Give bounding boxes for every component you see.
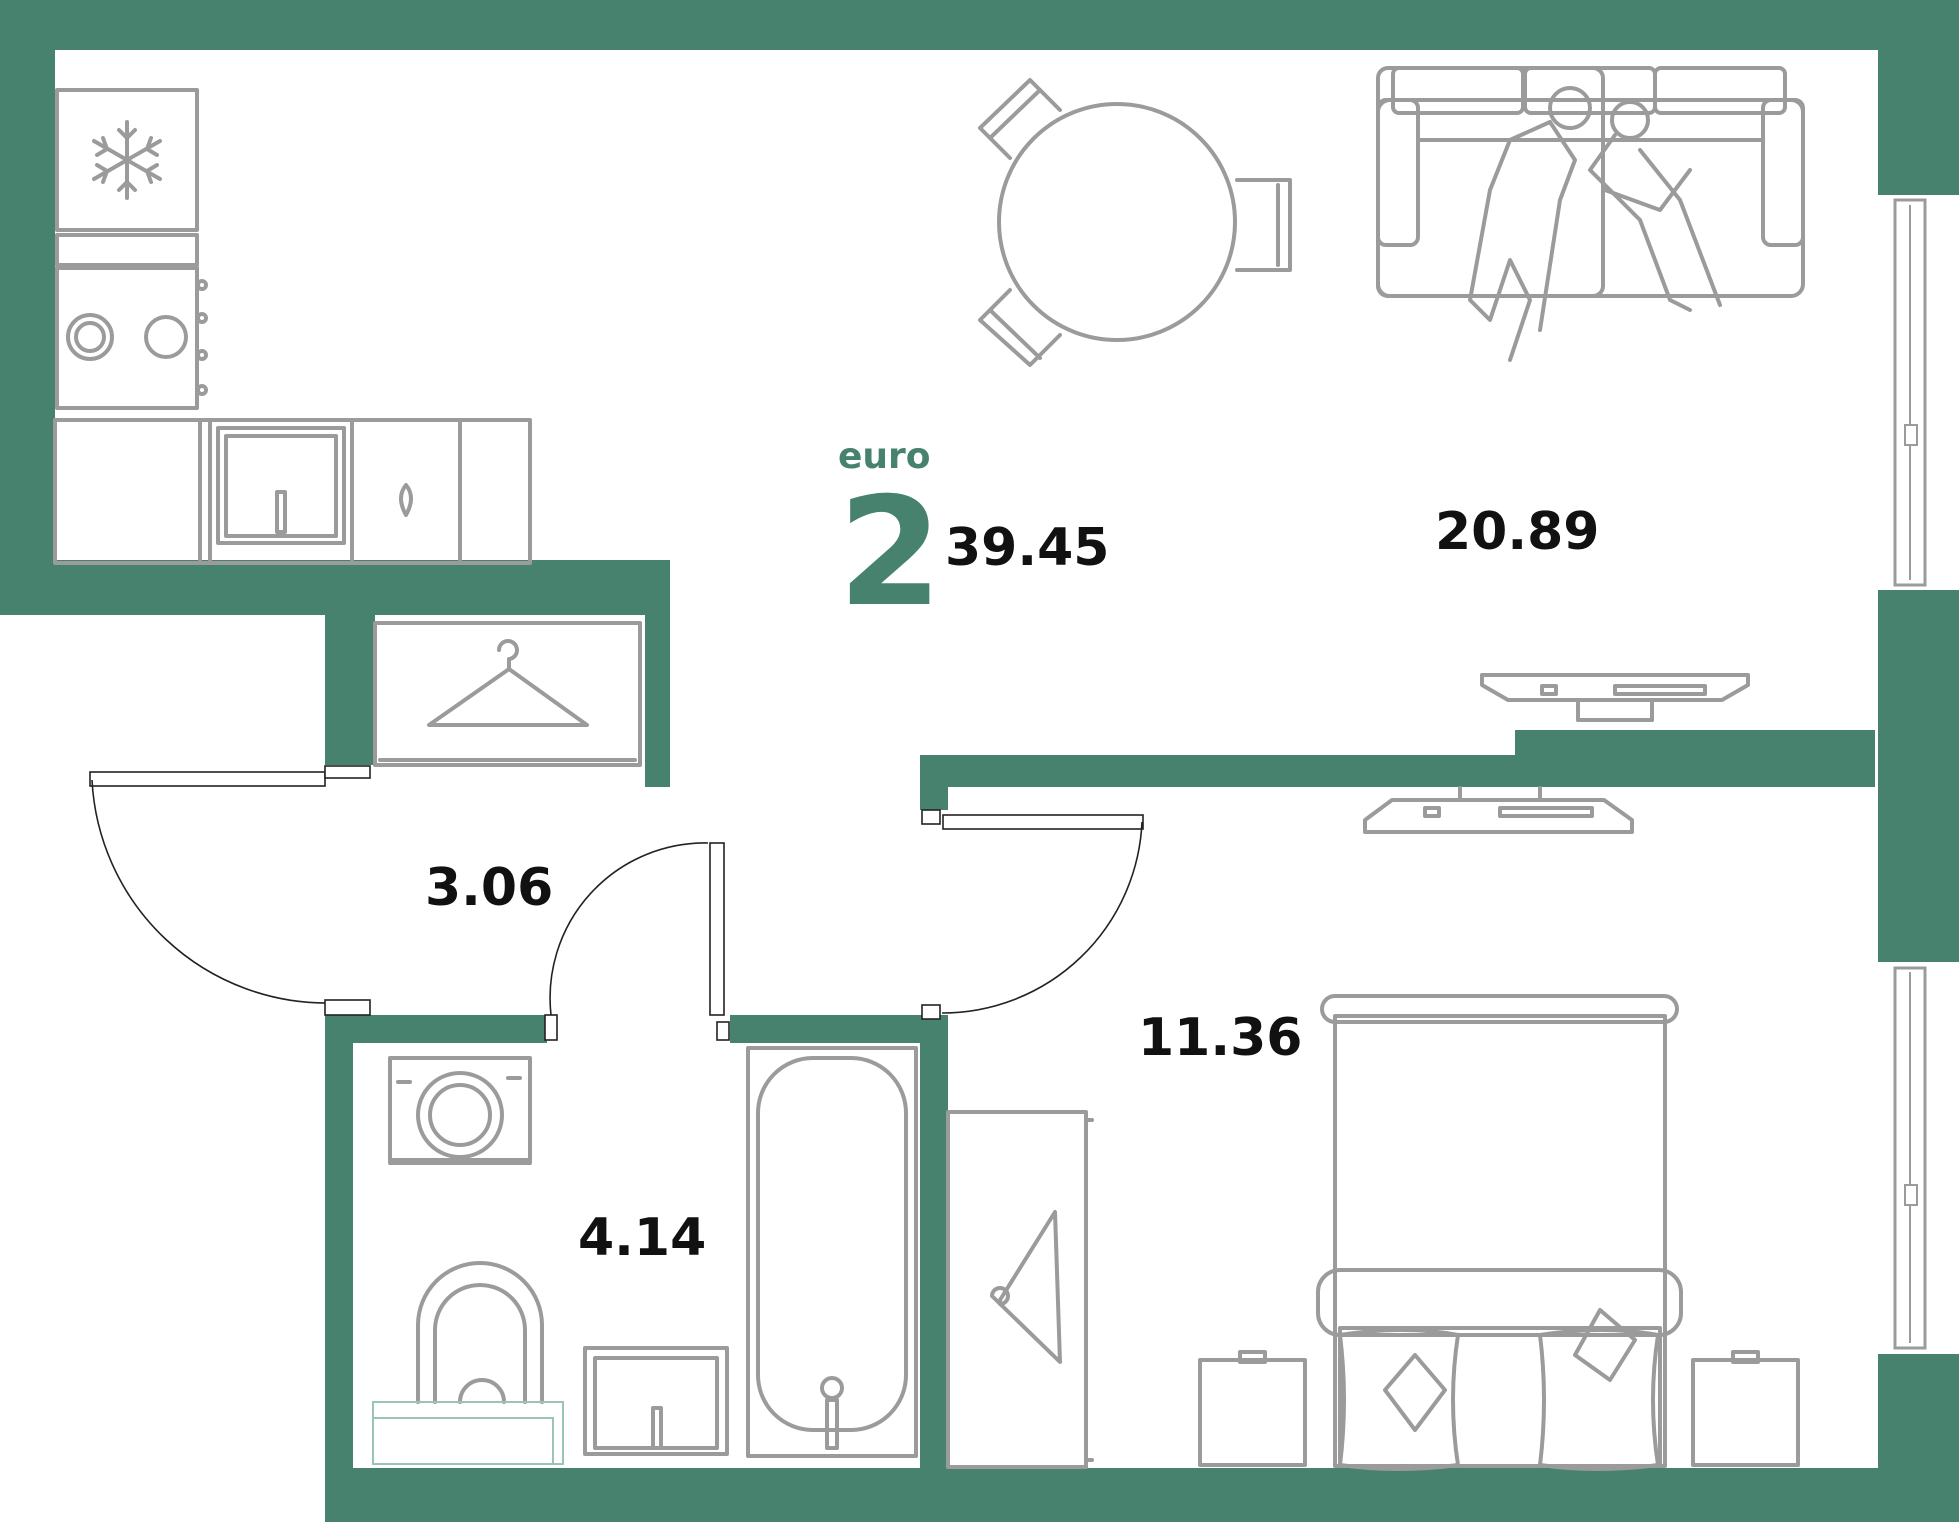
window-icon [1878,962,1959,1354]
sink [583,1346,729,1456]
wardrobe [946,1110,1094,1469]
people-icon [1468,86,1722,362]
bathroom-door [544,842,730,1041]
snowflake-icon [92,120,162,200]
kitchen-unit [53,88,532,565]
room-area-living-kitchen: 20.89 [1435,502,1600,562]
bath-shelf [372,1401,564,1465]
bed-icon [1316,994,1683,1471]
room-area-hallway: 3.06 [425,858,554,918]
hanger-icon [427,639,589,727]
toilet-icon [416,1261,544,1404]
washing-machine-icon [388,1056,532,1165]
tv-icon [1480,673,1750,722]
bathtub-icon [746,1046,918,1458]
window-icon [1878,195,1959,590]
dining-table-icon [978,78,1292,367]
bedroom-door [921,809,1144,1020]
total-area: 39.45 [945,518,1110,578]
tv-icon [1363,786,1634,834]
wardrobe [373,621,642,767]
rooms-count: 2 [838,466,943,640]
flat-type-label: euro [838,436,931,477]
hanger-icon [990,1210,1062,1364]
room-area-bathroom: 4.14 [578,1208,707,1268]
entrance-door [89,765,371,1016]
nightstand [1198,1350,1800,1467]
room-area-bedroom: 11.36 [1138,1008,1303,1068]
